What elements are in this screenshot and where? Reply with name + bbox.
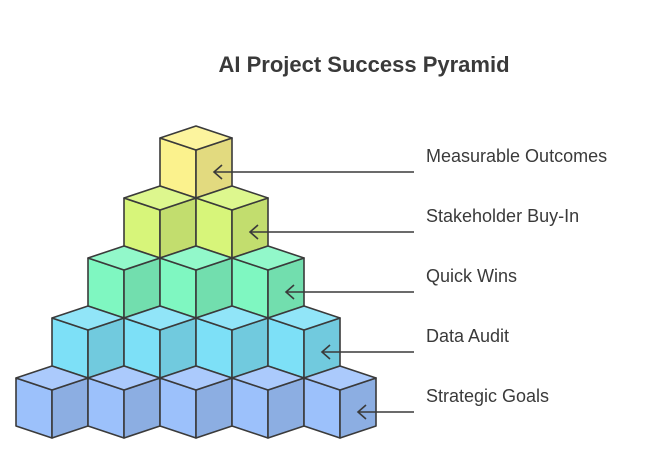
cube-top-face bbox=[195, 305, 269, 331]
cube-top-face bbox=[195, 185, 269, 211]
label-connectors bbox=[212, 164, 414, 420]
cube-top-face bbox=[159, 125, 233, 151]
cube bbox=[51, 305, 125, 379]
cube bbox=[195, 305, 269, 379]
cube bbox=[303, 365, 377, 439]
cube bbox=[15, 365, 89, 439]
arrow-head-icon bbox=[320, 344, 331, 360]
cube-row-3 bbox=[87, 245, 305, 319]
level-label-data-audit: Data Audit bbox=[426, 326, 510, 346]
arrow-head-icon bbox=[212, 164, 223, 180]
arrow-head-icon bbox=[284, 284, 295, 300]
cube bbox=[87, 365, 161, 439]
cube-row-1 bbox=[159, 125, 233, 199]
level-label-strategic-goals: Strategic Goals bbox=[426, 386, 550, 406]
cube bbox=[159, 245, 233, 319]
cube bbox=[87, 245, 161, 319]
cube-top-face bbox=[123, 185, 197, 211]
cube-top-face bbox=[15, 365, 89, 391]
cube-top-face bbox=[123, 305, 197, 331]
cube-top-face bbox=[231, 245, 305, 271]
cube bbox=[231, 365, 305, 439]
cube bbox=[195, 185, 269, 259]
cube-row-2 bbox=[123, 185, 269, 259]
cube-top-face bbox=[267, 305, 341, 331]
cube-row-5 bbox=[15, 365, 377, 439]
cube-top-face bbox=[87, 365, 161, 391]
cube-top-face bbox=[303, 365, 377, 391]
cube-top-face bbox=[231, 365, 305, 391]
cube bbox=[231, 245, 305, 319]
diagram-title: AI Project Success Pyramid bbox=[218, 52, 510, 77]
cube bbox=[123, 185, 197, 259]
cube bbox=[159, 365, 233, 439]
cube-pyramid bbox=[15, 125, 377, 439]
cube-row-4 bbox=[51, 305, 341, 379]
cube bbox=[267, 305, 341, 379]
arrow-head-icon bbox=[356, 404, 367, 420]
cube-top-face bbox=[51, 305, 125, 331]
cube bbox=[159, 125, 233, 199]
cube-top-face bbox=[159, 245, 233, 271]
cube bbox=[123, 305, 197, 379]
cube-top-face bbox=[159, 365, 233, 391]
level-label-quick-wins: Quick Wins bbox=[426, 266, 518, 286]
level-label-measurable-outcomes: Measurable Outcomes bbox=[426, 146, 608, 166]
cube-top-face bbox=[87, 245, 161, 271]
level-label-stakeholder-buy-in: Stakeholder Buy-In bbox=[426, 206, 580, 226]
arrow-head-icon bbox=[248, 224, 259, 240]
